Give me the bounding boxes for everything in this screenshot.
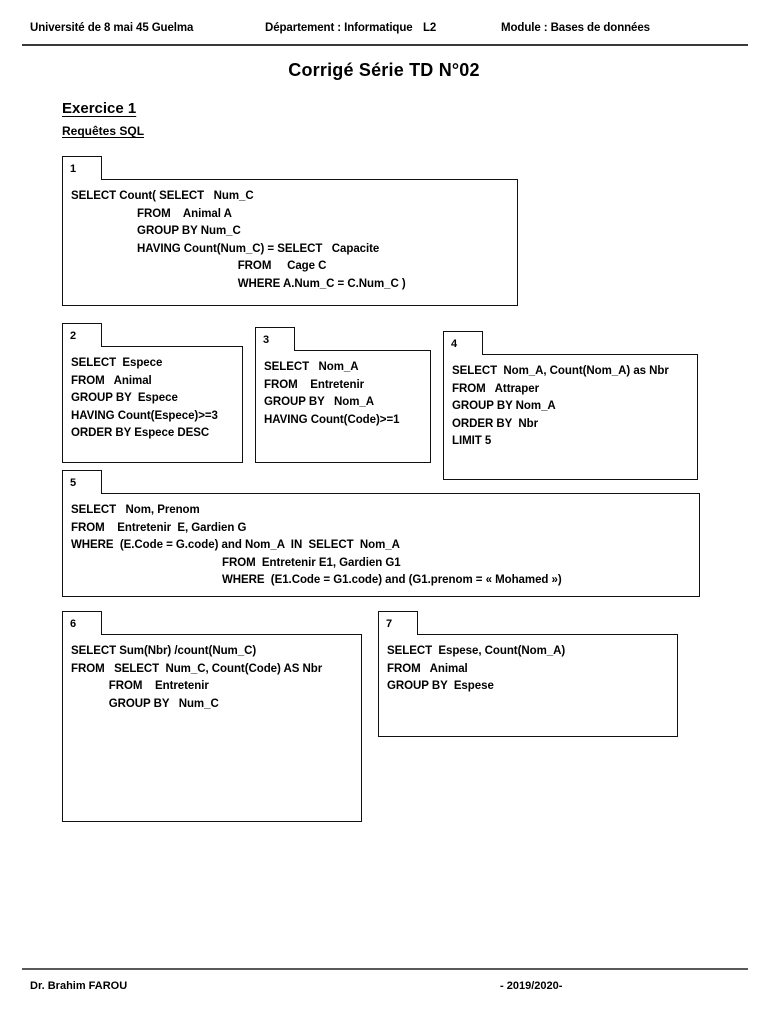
sql-line: FROM Animal — [387, 662, 468, 675]
page-header: Université de 8 mai 45 Guelma Départemen… — [30, 22, 738, 42]
sql-line: FROM SELECT Num_C, Count(Code) AS Nbr — [71, 662, 323, 675]
sql-line: HAVING Count(Code)>=1 — [264, 413, 400, 426]
sql-line: FROM Attraper — [452, 382, 539, 395]
sql-line: GROUP BY Espese — [387, 680, 494, 692]
sql-line: SELECT Nom, Prenom — [71, 504, 200, 516]
header-level: L2 — [423, 22, 437, 34]
query-body: SELECT Nom_A FROM Entretenir GROUP BY No… — [255, 350, 431, 463]
sql-line: WHERE A.Num_C = C.Num_C ) — [71, 277, 406, 290]
query-number-tab: 3 — [255, 327, 295, 351]
sql-line: WHERE (E1.Code = G1.code) and (G1.prenom… — [71, 574, 562, 586]
header-module: Module : Bases de données — [501, 22, 650, 34]
sql-line: FROM Animal — [71, 374, 152, 387]
query-number-tab: 1 — [62, 156, 102, 180]
subsection-heading: Requêtes SQL — [62, 124, 145, 138]
sql-line: SELECT Espece — [71, 357, 163, 369]
footer-author: Dr. Brahim FAROU — [30, 980, 128, 992]
sql-line: HAVING Count(Num_C) = SELECT Capacite — [71, 242, 380, 255]
query-body: SELECT Nom_A, Count(Nom_A) as Nbr FROM A… — [443, 354, 698, 480]
sql-line: SELECT Count( SELECT Num_C — [71, 190, 254, 202]
sql-line: GROUP BY Nom_A — [264, 396, 374, 408]
sql-line: FROM Entretenir E1, Gardien G1 — [71, 556, 401, 569]
query-body: SELECT Count( SELECT Num_C FROM Animal A… — [62, 179, 518, 306]
sql-line: HAVING Count(Espece)>=3 — [71, 409, 218, 422]
sql-line: WHERE (E.Code = G.code) and Nom_A IN SEL… — [71, 539, 400, 551]
sql-line: GROUP BY Espece — [71, 392, 178, 404]
exercise-heading: Exercice 1 — [62, 100, 137, 117]
sql-line: LIMIT 5 — [452, 435, 492, 447]
sql-line: FROM Cage C — [71, 260, 327, 272]
query-number-tab: 7 — [378, 611, 418, 635]
sql-line: GROUP BY Nom_A — [452, 400, 556, 412]
sql-line: GROUP BY Num_C — [71, 697, 219, 710]
sql-line: FROM Entretenir — [264, 378, 365, 391]
header-university: Université de 8 mai 45 Guelma — [30, 22, 194, 34]
sql-line: FROM Entretenir — [71, 680, 209, 692]
sql-line: ORDER BY Nbr — [452, 417, 539, 430]
sql-line: FROM Animal A — [71, 207, 232, 220]
sql-line: SELECT Nom_A — [264, 361, 359, 373]
sql-line: SELECT Nom_A, Count(Nom_A) as Nbr — [452, 365, 669, 377]
query-number-tab: 6 — [62, 611, 102, 635]
query-number-tab: 5 — [62, 470, 102, 494]
sql-line: SELECT Sum(Nbr) /count(Num_C) — [71, 645, 257, 657]
query-body: SELECT Sum(Nbr) /count(Num_C) FROM SELEC… — [62, 634, 362, 822]
query-body: SELECT Nom, Prenom FROM Entretenir E, Ga… — [62, 493, 700, 597]
query-body: SELECT Espece FROM Animal GROUP BY Espec… — [62, 346, 243, 463]
footer-year: - 2019/2020- — [500, 980, 563, 992]
page-title: Corrigé Série TD N°02 — [288, 60, 480, 80]
page-footer: Dr. Brahim FAROU - 2019/2020- — [30, 980, 738, 992]
sql-line: FROM Entretenir E, Gardien G — [71, 521, 247, 534]
sql-line: ORDER BY Espece DESC — [71, 427, 210, 439]
query-body: SELECT Espese, Count(Nom_A) FROM Animal … — [378, 634, 678, 737]
header-department: Département : Informatique — [265, 22, 413, 34]
footer-divider — [22, 968, 748, 970]
sql-line: GROUP BY Num_C — [71, 225, 241, 237]
query-number-tab: 2 — [62, 323, 102, 347]
sql-line: SELECT Espese, Count(Nom_A) — [387, 645, 566, 657]
query-number-tab: 4 — [443, 331, 483, 355]
header-divider — [22, 44, 748, 46]
